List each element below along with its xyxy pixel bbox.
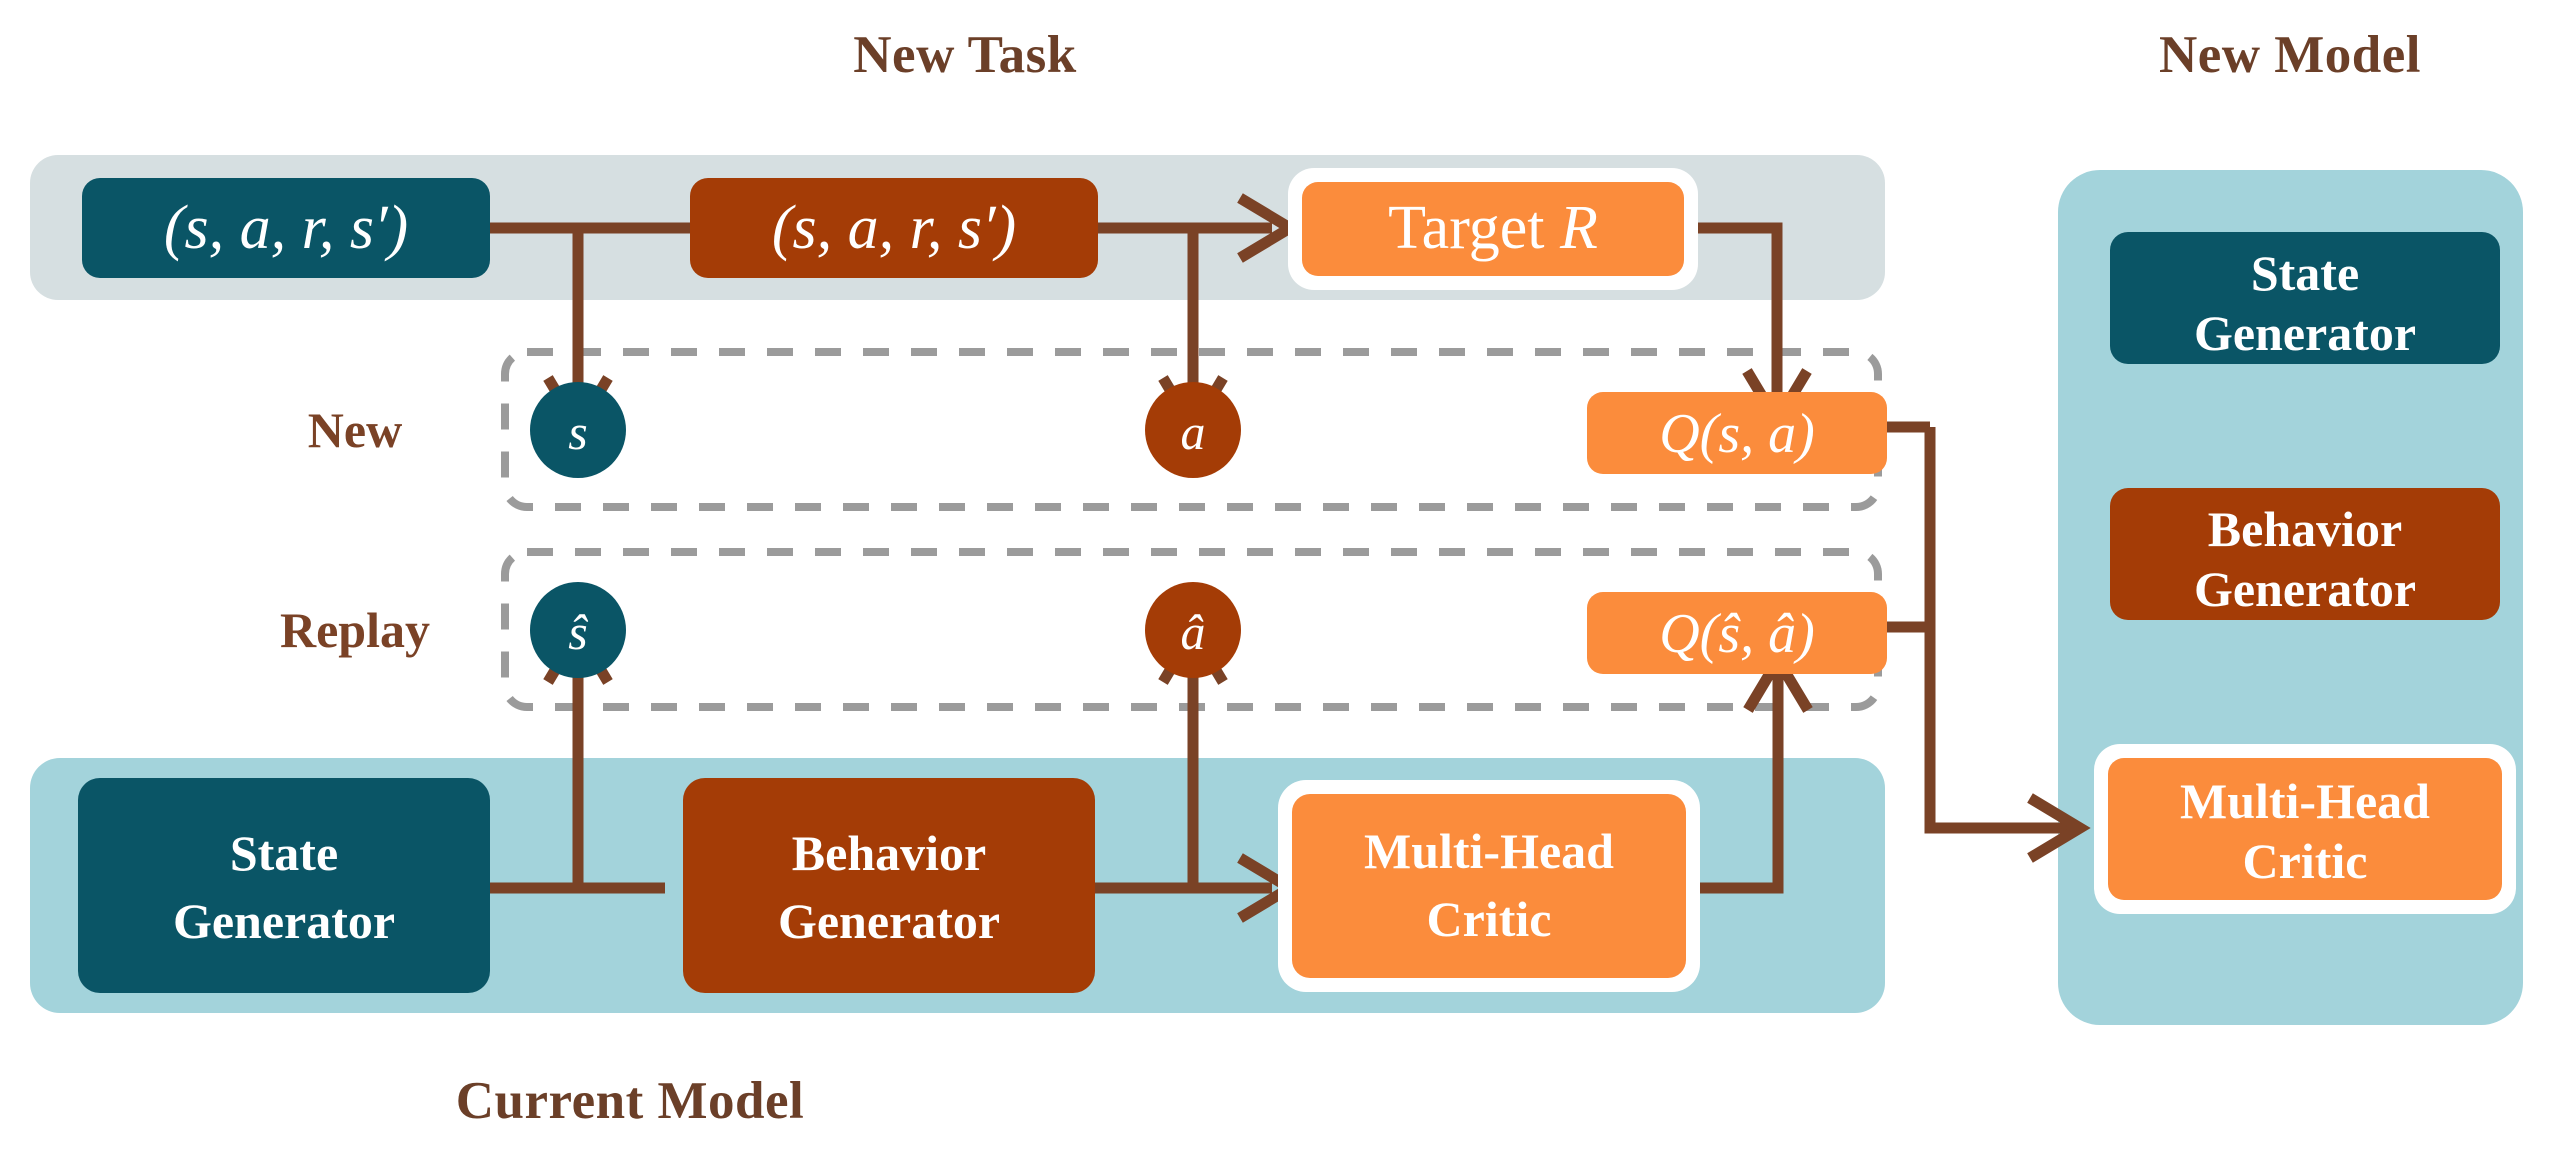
q-value-new-box[interactable]: Q(s, a)	[1587, 392, 1887, 474]
node-state-replay-label: ŝ	[568, 604, 588, 660]
node-state-new-label: s	[568, 404, 587, 460]
current-behavior-generator-line1: Behavior	[792, 825, 986, 881]
row-label-replay: Replay	[280, 602, 430, 658]
current-multi-head-critic-line2: Critic	[1427, 891, 1552, 947]
edge-q-bus-to-newmodel	[1924, 427, 2070, 834]
new-state-generator-line2: Generator	[2194, 305, 2416, 361]
node-state-new[interactable]: s	[530, 382, 626, 478]
q-value-new-label: Q(s, a)	[1659, 403, 1815, 465]
current-state-generator-line2: Generator	[173, 893, 395, 949]
q-value-replay-box[interactable]: Q(ŝ, â)	[1587, 592, 1887, 674]
new-behavior-generator-line1: Behavior	[2208, 501, 2402, 557]
current-multi-head-critic-line1: Multi-Head	[1364, 823, 1614, 879]
title-new-task: New Task	[853, 26, 1076, 84]
title-current-model: Current Model	[456, 1072, 805, 1130]
transition-source-box[interactable]: (s, a, r, s′)	[82, 178, 490, 278]
target-r-symbol: R	[1559, 194, 1598, 262]
title-new-model: New Model	[2159, 26, 2421, 84]
target-r-label: Target R	[1388, 194, 1598, 262]
transition-replay-label: (s, a, r, s′)	[772, 194, 1016, 262]
arrowhead-newmodel-in	[2027, 793, 2091, 863]
target-r-box[interactable]: Target R	[1288, 168, 1698, 290]
edge-critic-to-qhat	[1700, 660, 1784, 894]
q-value-replay-label: Q(ŝ, â)	[1659, 603, 1815, 665]
new-multi-head-critic-box[interactable]: Multi-Head Critic	[2094, 744, 2516, 914]
target-r-prefix: Target	[1388, 194, 1560, 262]
new-state-generator-line1: State	[2251, 245, 2359, 301]
current-multi-head-critic-box[interactable]: Multi-Head Critic	[1278, 780, 1700, 992]
transition-source-label: (s, a, r, s′)	[164, 194, 408, 262]
new-behavior-generator-line2: Generator	[2194, 561, 2416, 617]
node-state-replay[interactable]: ŝ	[530, 582, 626, 678]
new-behavior-generator-box[interactable]: Behavior Generator	[2110, 488, 2500, 620]
current-behavior-generator-box[interactable]: Behavior Generator	[683, 778, 1095, 993]
new-multi-head-critic-line2: Critic	[2243, 833, 2368, 889]
row-label-new: New	[308, 402, 402, 458]
edge-target-to-q	[1688, 222, 1783, 405]
transition-replay-box[interactable]: (s, a, r, s′)	[690, 178, 1098, 278]
node-action-replay[interactable]: â	[1145, 582, 1241, 678]
current-behavior-generator-line2: Generator	[778, 893, 1000, 949]
current-state-generator-line1: State	[230, 825, 338, 881]
current-state-generator-box[interactable]: State Generator	[78, 778, 490, 993]
new-row-dashed-group	[501, 348, 1882, 511]
node-action-replay-label: â	[1181, 604, 1206, 660]
new-state-generator-box[interactable]: State Generator	[2110, 232, 2500, 364]
node-action-new[interactable]: a	[1145, 382, 1241, 478]
new-multi-head-critic-line1: Multi-Head	[2180, 773, 2430, 829]
node-action-new-label: a	[1181, 404, 1206, 460]
